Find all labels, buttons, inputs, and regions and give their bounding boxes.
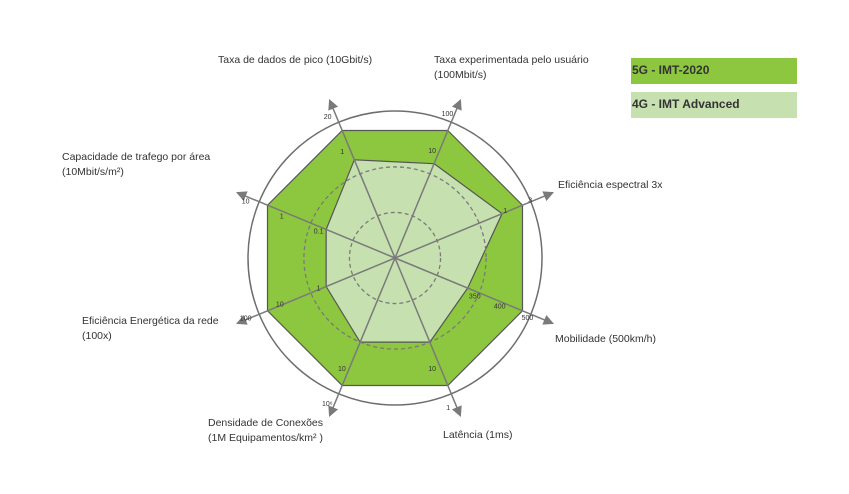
tick-label: 1 [503, 208, 507, 215]
legend-label-5g: 5G - IMT-2020 [632, 63, 710, 77]
tick-label: 1 [340, 149, 344, 156]
tick-label: 10⁶ [322, 401, 333, 408]
axis-label-4: Latência (1ms) [443, 429, 512, 441]
tick-label: 20 [324, 114, 332, 121]
tick-label: 100 [240, 316, 252, 323]
axis-label-6: (100x) [82, 330, 112, 342]
axis-spoke-1 [394, 99, 462, 259]
legend-item-4g: 4G - IMT Advanced [631, 92, 797, 118]
tick-label: 10 [242, 198, 250, 205]
axis-spoke-5 [328, 257, 396, 417]
tick-label: 1 [446, 405, 450, 412]
axis-spoke-8 [328, 99, 396, 259]
axis-label-7: Capacidade de trafego por área [62, 151, 210, 163]
tick-label: 500 [522, 315, 534, 322]
axis-label-1: Taxa experimentada pelo usuário [434, 54, 589, 66]
tick-label: 10 [338, 366, 346, 373]
tick-label: 10 [428, 366, 436, 373]
axis-spoke-4 [394, 257, 462, 417]
axis-spoke-2 [394, 191, 554, 259]
tick-label: 10 [276, 301, 284, 308]
axis-spoke-3 [394, 257, 554, 325]
outer-circle [247, 110, 543, 406]
tick-label: 10 [428, 148, 436, 155]
tick-label: 350 [469, 293, 481, 300]
tick-label: 1 [280, 213, 284, 220]
legend-item-5g: 5G - IMT-2020 [631, 58, 797, 84]
tick-label: 100 [442, 111, 454, 118]
axis-label-7: (10Mbit/s/m²) [62, 166, 124, 178]
axis-spoke-7 [236, 191, 396, 259]
axis-label-3: Mobilidade (500km/h) [555, 333, 656, 345]
tick-label: 3 [528, 198, 532, 205]
axis-spoke-6 [236, 257, 396, 325]
tick-label: 0.1 [314, 229, 324, 236]
axis-label-2: Eficiência espectral 3x [558, 179, 663, 191]
tick-label: 400 [494, 304, 506, 311]
axis-label-6: Eficiência Energética da rede [82, 315, 219, 327]
tick-label: 1 [317, 285, 321, 292]
axis-label-5: Densidade de Conexões [208, 417, 323, 429]
grid-circle-1 [348, 211, 442, 305]
legend-label-4g: 4G - IMT Advanced [632, 97, 740, 111]
axis-label-5: (1M Equipamentos/km² ) [208, 432, 323, 444]
axis-label-1: (100Mbit/s) [434, 69, 487, 81]
grid-circle-2 [303, 166, 487, 350]
axis-label-8: Taxa de dados de pico (10Gbit/s) [218, 54, 372, 66]
